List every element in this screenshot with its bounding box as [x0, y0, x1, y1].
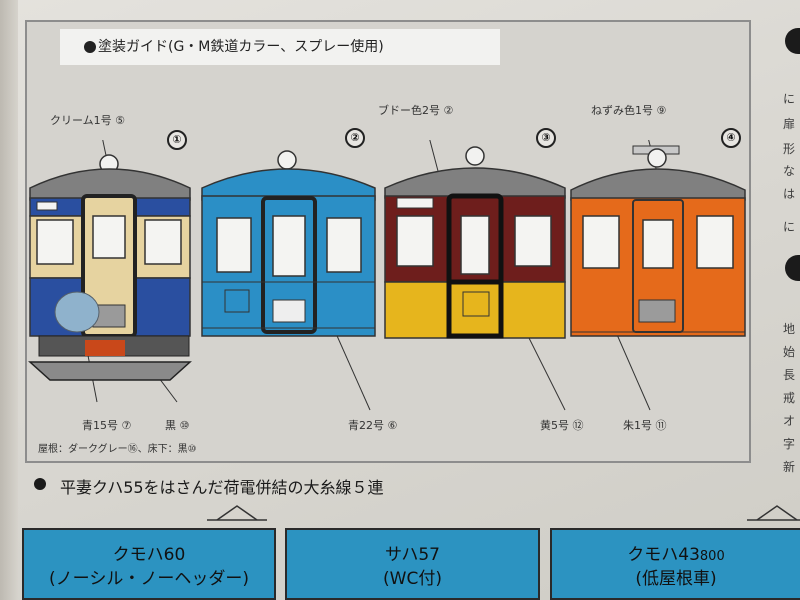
right-column-bullet-2 [785, 255, 800, 281]
right-column-char: 字 [783, 437, 796, 451]
label-grape: ブドー色2号 ② [378, 104, 454, 117]
right-column-char: 戒 [783, 391, 796, 405]
consist-title: 平妻クハ55をはさんだ荷電併結の大糸線５連 [60, 478, 384, 497]
painting-guide-title-box: 塗装ガイド(G・M鉄道カラー、スプレー使用) [60, 29, 500, 65]
car-1-front [28, 154, 192, 381]
consist-car-3-name-row: クモハ43800 [552, 540, 800, 565]
consist-car-3-name-suffix: 800 [699, 549, 725, 564]
car-number-4: ④ [721, 128, 741, 148]
right-column-char: 扉 [783, 117, 796, 131]
consist-car-2: サハ57 (WC付) [285, 528, 540, 600]
consist-car-3-sub: (低屋根車) [635, 569, 717, 589]
right-column-char: に [783, 92, 796, 106]
label-yellow5: 黄5号 ⑫ [540, 419, 584, 432]
car-3-front [384, 146, 566, 339]
label-black: 黒 ⑩ [165, 419, 190, 432]
right-column-char: 長 [783, 368, 796, 382]
car-number-3: ③ [536, 128, 556, 148]
right-column-char: 地 [783, 322, 796, 336]
right-column-char: 始 [783, 345, 796, 359]
label-blue15: 青15号 ⑦ [82, 419, 132, 432]
right-column-char: は [783, 187, 796, 201]
car-number-2: ② [345, 128, 365, 148]
consist-car-1-sub: (ノーシル・ノーヘッダー) [49, 569, 249, 589]
bullet-icon [84, 41, 96, 53]
consist-car-3: クモハ43800 (低屋根車) [550, 528, 800, 600]
right-column-char: な [783, 164, 796, 178]
binding-edge [0, 0, 18, 600]
car-4-front [570, 145, 746, 337]
right-column-char: オ [783, 414, 796, 428]
right-column-char: 形 [783, 142, 796, 156]
label-mouse: ねずみ色1号 ⑨ [591, 104, 667, 117]
car-front-illustrations [28, 140, 746, 411]
consist-car-1: クモハ60 (ノーシル・ノーヘッダー) [22, 528, 276, 600]
consist-car-1-name: クモハ60 [112, 545, 186, 565]
bullet-icon [34, 478, 46, 490]
consist-roof-details [207, 505, 800, 521]
right-column-bullet-1 [785, 28, 800, 54]
painting-guide-title: 塗装ガイド(G・M鉄道カラー、スプレー使用) [98, 39, 384, 55]
consist-car-3-name: クモハ43 [627, 545, 700, 565]
label-cream: クリーム1号 ⑤ [50, 114, 126, 127]
car-number-1: ① [167, 130, 187, 150]
label-vermilion: 朱1号 ⑪ [623, 419, 667, 432]
right-column-char: 新 [783, 460, 796, 474]
car-2-front [201, 150, 376, 337]
consist-car-2-name: サハ57 [385, 545, 440, 565]
right-column-char: に [783, 220, 796, 234]
label-blue22: 青22号 ⑥ [348, 419, 398, 432]
consist-car-2-sub: (WC付) [383, 569, 442, 589]
roof-underfloor-note: 屋根：ダークグレー⑯、床下：黒⑩ [38, 444, 197, 455]
